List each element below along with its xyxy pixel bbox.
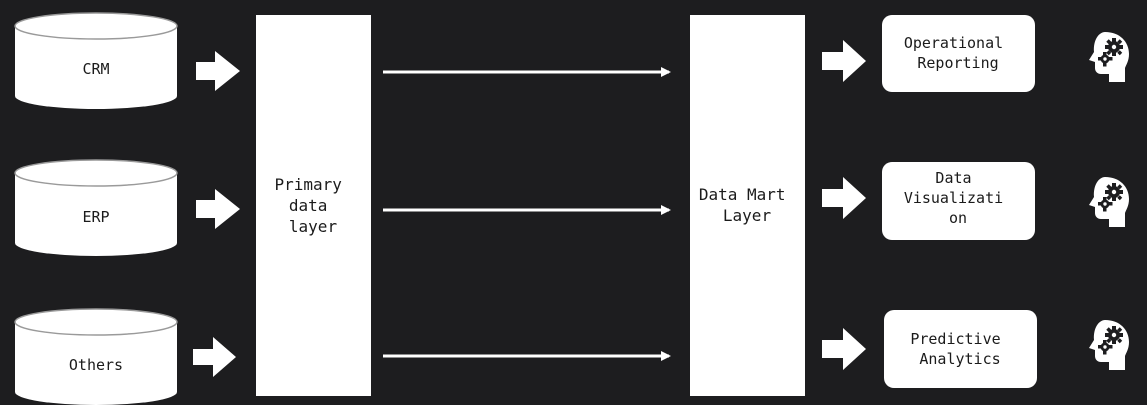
source-db-crm: CRM xyxy=(14,12,178,109)
head-gears-icon xyxy=(1089,320,1129,370)
output-box-predictive-analytics: Predictive Analytics xyxy=(884,310,1037,388)
block-arrow-icon xyxy=(822,177,866,219)
source-db-others: Others xyxy=(14,308,178,405)
output-line: Data xyxy=(935,169,971,187)
block-arrow-icon xyxy=(196,189,240,229)
output-label: Predictive Analytics xyxy=(910,330,1009,368)
database-cylinder-icon xyxy=(14,159,178,256)
head-gears-icon xyxy=(1089,177,1129,227)
output-label: Data Visualizati on xyxy=(904,169,1012,227)
output-label: Operational Reporting xyxy=(904,34,1012,72)
source-label: ERP xyxy=(82,208,109,226)
source-label: Others xyxy=(69,356,123,374)
source-db-erp: ERP xyxy=(14,159,178,256)
primary-layer-line: Primary xyxy=(274,175,342,194)
output-line: Visualizati xyxy=(904,189,1003,207)
primary-layer-line: data xyxy=(289,196,328,215)
data-mart-layer-label: Data Mart Layer xyxy=(699,185,795,225)
output-box-data-visualization: Data Visualizati on xyxy=(882,162,1035,240)
block-arrow-icon xyxy=(822,40,866,82)
data-mart-line: Data Mart xyxy=(699,185,786,204)
data-mart-layer-panel: Data Mart Layer xyxy=(690,15,805,396)
block-arrow-icon xyxy=(193,337,236,377)
block-arrow-icon xyxy=(196,51,240,91)
block-arrow-icon xyxy=(822,328,866,370)
source-label: CRM xyxy=(82,60,109,78)
primary-layer-line: layer xyxy=(289,217,338,236)
output-line: Analytics xyxy=(919,350,1000,368)
output-line: on xyxy=(949,209,967,227)
output-line: Reporting xyxy=(917,54,998,72)
output-box-operational-reporting: Operational Reporting xyxy=(882,15,1035,92)
head-gears-icon xyxy=(1089,32,1129,82)
output-line: Operational xyxy=(904,34,1003,52)
database-cylinder-icon xyxy=(14,12,178,109)
database-cylinder-icon xyxy=(14,308,178,405)
output-line: Predictive xyxy=(910,330,1000,348)
data-mart-line: Layer xyxy=(723,206,772,225)
primary-data-layer-panel: Primary data layer xyxy=(256,15,371,396)
primary-layer-label: Primary data layer xyxy=(274,175,351,236)
